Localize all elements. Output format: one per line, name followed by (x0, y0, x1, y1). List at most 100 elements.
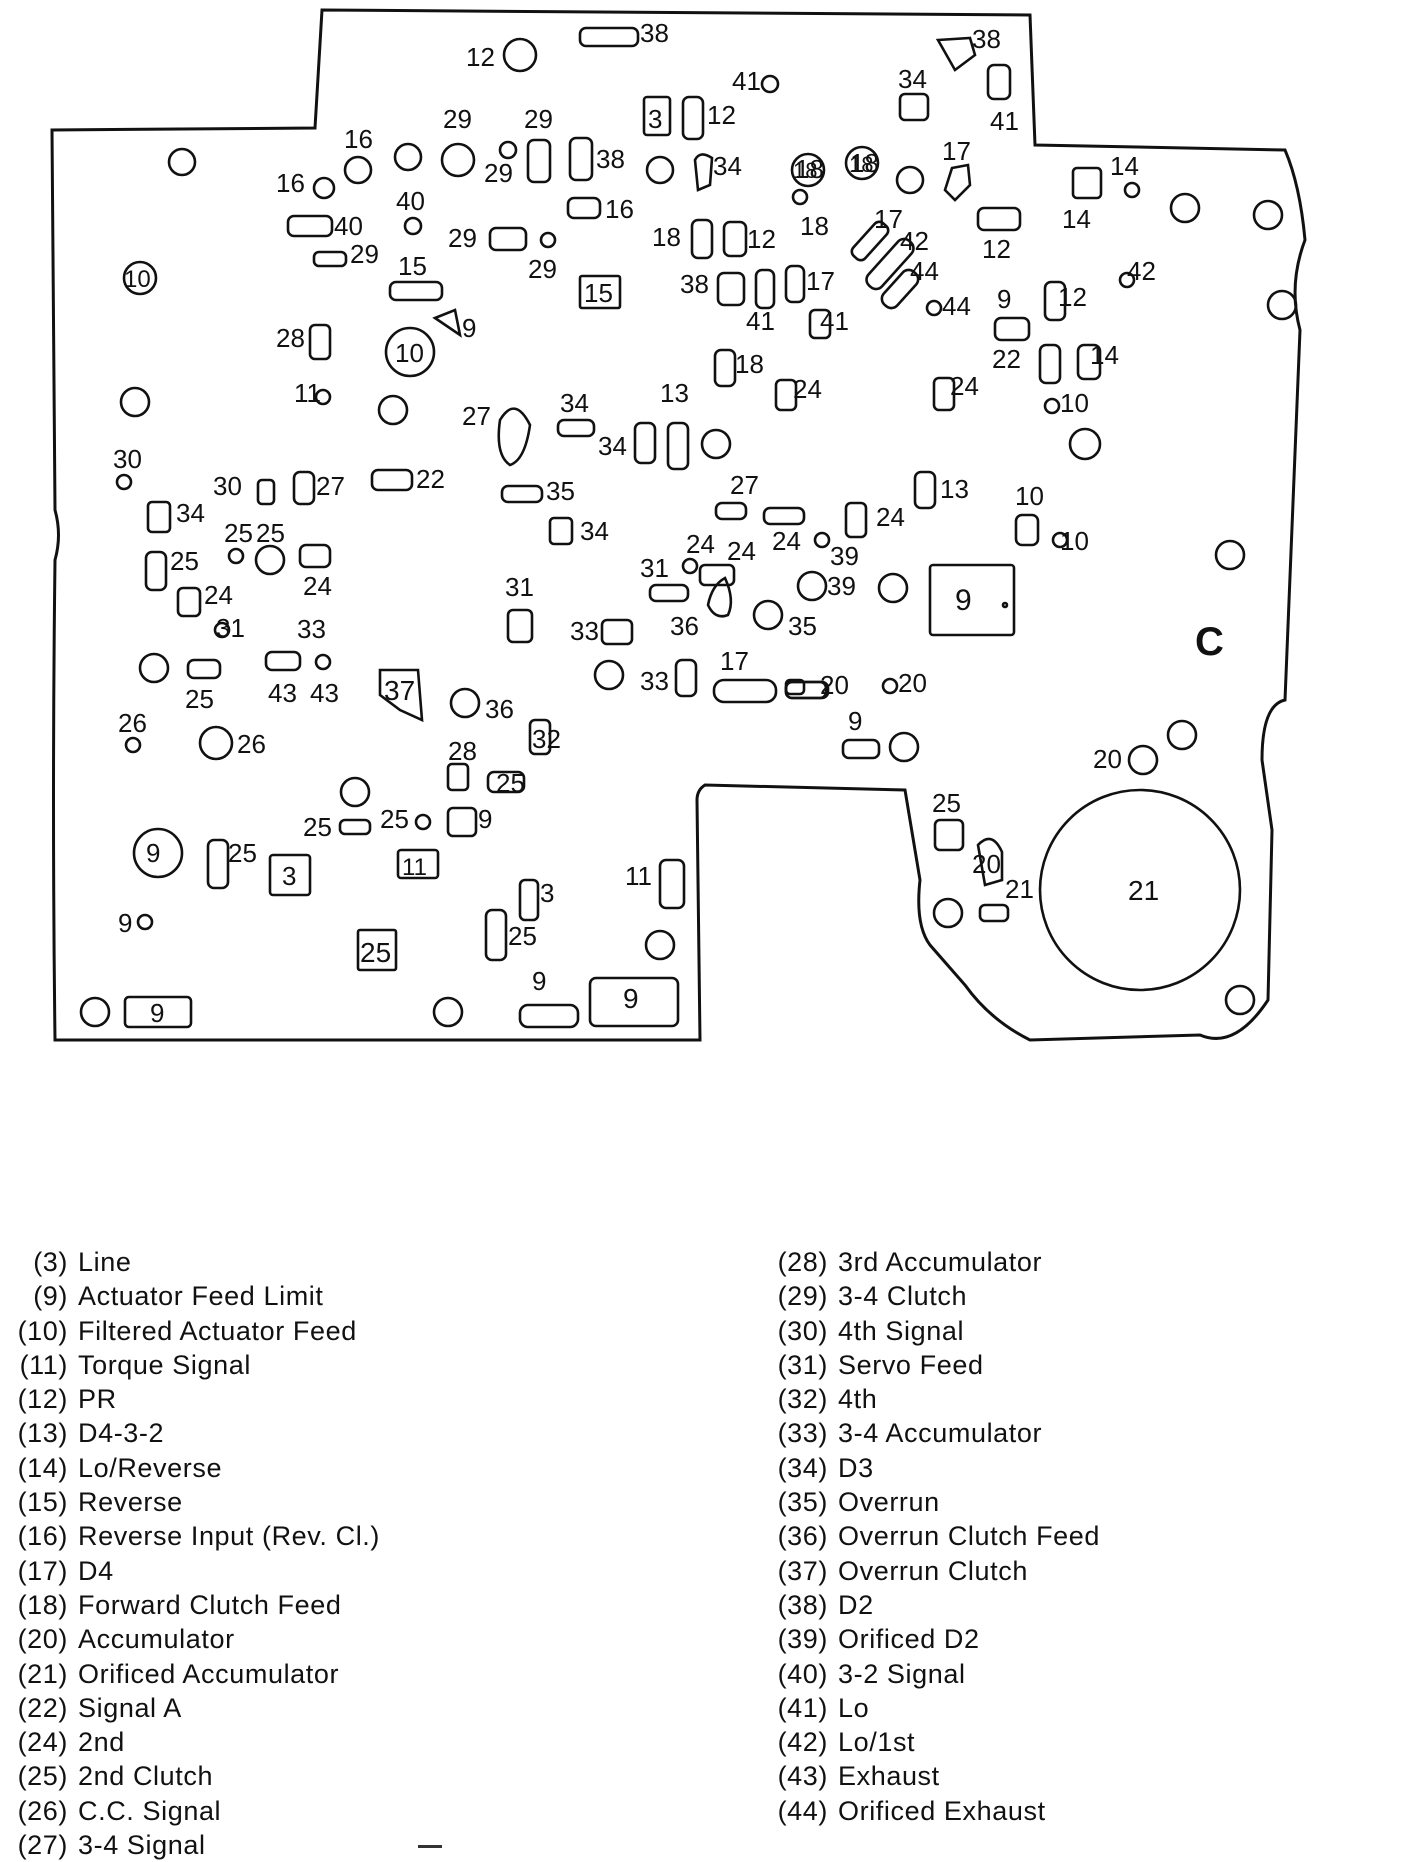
label-3-boxed: 3 (282, 861, 296, 891)
legend-name: 2nd Clutch (78, 1761, 214, 1792)
label-13: 13 (660, 378, 689, 408)
legend-item: (12)PR (0, 1382, 380, 1416)
label-24: 24 (686, 529, 715, 559)
label-43: 43 (268, 678, 297, 708)
label-12: 12 (1058, 282, 1087, 312)
legend-item: (9)Actuator Feed Limit (0, 1279, 380, 1313)
label-43: 43 (310, 678, 339, 708)
label-11: 11 (625, 861, 652, 891)
label-34: 34 (176, 498, 205, 528)
legend-item: (18)Forward Clutch Feed (0, 1588, 380, 1622)
legend-code: (11) (19, 1349, 68, 1380)
legend-name: 2nd (78, 1727, 125, 1758)
legend-code: (15) (17, 1487, 68, 1518)
legend-code: (21) (17, 1658, 68, 1689)
label-25: 25 (508, 921, 537, 951)
legend-name: C.C. Signal (78, 1795, 222, 1826)
legend-item: (40) 3-2 Signal (752, 1657, 1100, 1691)
label-29: 29 (448, 223, 477, 253)
label-39: 39 (827, 571, 856, 601)
label-25: 25 (496, 768, 525, 798)
legend-item: (31)Servo Feed (752, 1348, 1100, 1382)
label-9-circled: 9 (146, 838, 160, 868)
label-27: 27 (730, 470, 759, 500)
label-22: 22 (416, 464, 445, 494)
valve-body-passage-diagram: 12 38 41 34 38 41 3 12 16 29 29 29 38 34… (50, 8, 1307, 1042)
legend-code: (14) (17, 1452, 68, 1483)
label-24: 24 (727, 536, 756, 566)
passage-labels: 12 38 41 34 38 41 3 12 16 29 29 29 38 34… (113, 18, 1156, 996)
legend-code: (41) (777, 1692, 828, 1723)
label-14: 14 (1062, 204, 1091, 234)
label-25: 25 (303, 812, 332, 842)
legend-item: (3)Line (0, 1245, 380, 1279)
legend-name: Reverse (78, 1487, 183, 1518)
legend-item: (15) Reverse (0, 1485, 380, 1519)
label-18-circled: 18 (793, 158, 817, 183)
label-24: 24 (793, 374, 822, 404)
legend-name: Orificed D2 (838, 1624, 980, 1655)
label-34: 34 (580, 516, 609, 546)
legend-name: Exhaust (838, 1761, 940, 1792)
legend-name: 4th Signal (838, 1315, 965, 1346)
label-42: 42 (1127, 256, 1156, 286)
legend-item: (16) Reverse Input (Rev. Cl.) (0, 1519, 380, 1553)
legend-code: (22) (17, 1692, 68, 1723)
legend-code: (36) (777, 1521, 828, 1552)
label-9: 9 (532, 966, 546, 996)
label-38: 38 (596, 144, 625, 174)
legend-name: Signal A (78, 1692, 182, 1723)
legend-item: (26)C.C. Signal (0, 1794, 380, 1828)
label-33: 33 (640, 666, 669, 696)
passage-holes (79, 26, 1298, 1029)
legend-code: (27) (17, 1830, 68, 1861)
label-26: 26 (237, 729, 266, 759)
label-10: 10 (1060, 388, 1089, 418)
label-34: 34 (713, 151, 742, 181)
legend-name: Reverse Input (Rev. Cl.) (78, 1521, 380, 1552)
framed-labels: 10 10 15 18 18 9 9 3 11 25 21 9 9 37 C (124, 152, 1224, 1028)
label-34: 34 (598, 431, 627, 461)
label-9: 9 (848, 706, 862, 736)
label-24: 24 (950, 371, 979, 401)
legend-item: (30) 4th Signal (752, 1314, 1100, 1348)
legend-name: Accumulator (78, 1624, 235, 1655)
legend-name: Torque Signal (78, 1349, 251, 1380)
label-25: 25 (256, 518, 285, 548)
label-20: 20 (820, 670, 849, 700)
label-31: 31 (216, 613, 245, 643)
label-25: 25 (170, 546, 199, 576)
legend-code: (16) (17, 1521, 68, 1552)
label-9-block: 9 (955, 584, 972, 617)
label-9: 9 (478, 804, 492, 834)
legend-item: (10) Filtered Actuator Feed (0, 1314, 380, 1348)
label-30: 30 (113, 444, 142, 474)
legend-item: (11) Torque Signal (0, 1348, 380, 1382)
label-29: 29 (524, 104, 553, 134)
label-10: 10 (1015, 481, 1044, 511)
legend-code: (30) (777, 1315, 828, 1346)
label-12: 12 (466, 42, 495, 72)
label-18: 18 (795, 154, 824, 184)
label-34: 34 (898, 64, 927, 94)
label-9-block: 9 (150, 998, 164, 1028)
legend-name: 3-2 Signal (838, 1658, 966, 1689)
legend-name: D3 (838, 1452, 874, 1483)
legend-left-column: (3)Line(9)Actuator Feed Limit(10) Filtere… (0, 1245, 380, 1862)
legend-name: Overrun Clutch Feed (838, 1521, 1101, 1552)
legend-item: (38)D2 (752, 1588, 1100, 1622)
label-22: 22 (992, 344, 1021, 374)
legend-code: (10) (17, 1315, 68, 1346)
legend-code: (44) (777, 1795, 828, 1826)
legend-name: Forward Clutch Feed (78, 1589, 342, 1620)
legend-name: Lo/Reverse (78, 1452, 223, 1483)
legend-code: (35) (777, 1487, 828, 1518)
label-10-circled: 10 (124, 266, 151, 293)
label-20: 20 (1093, 744, 1122, 774)
legend-code: (33) (777, 1418, 828, 1449)
legend-name: Filtered Actuator Feed (78, 1315, 357, 1346)
legend-item: (29)3-4 Clutch (752, 1279, 1100, 1313)
legend-code: (40) (777, 1658, 828, 1689)
legend-code: (37) (777, 1555, 828, 1586)
label-25: 25 (185, 684, 214, 714)
